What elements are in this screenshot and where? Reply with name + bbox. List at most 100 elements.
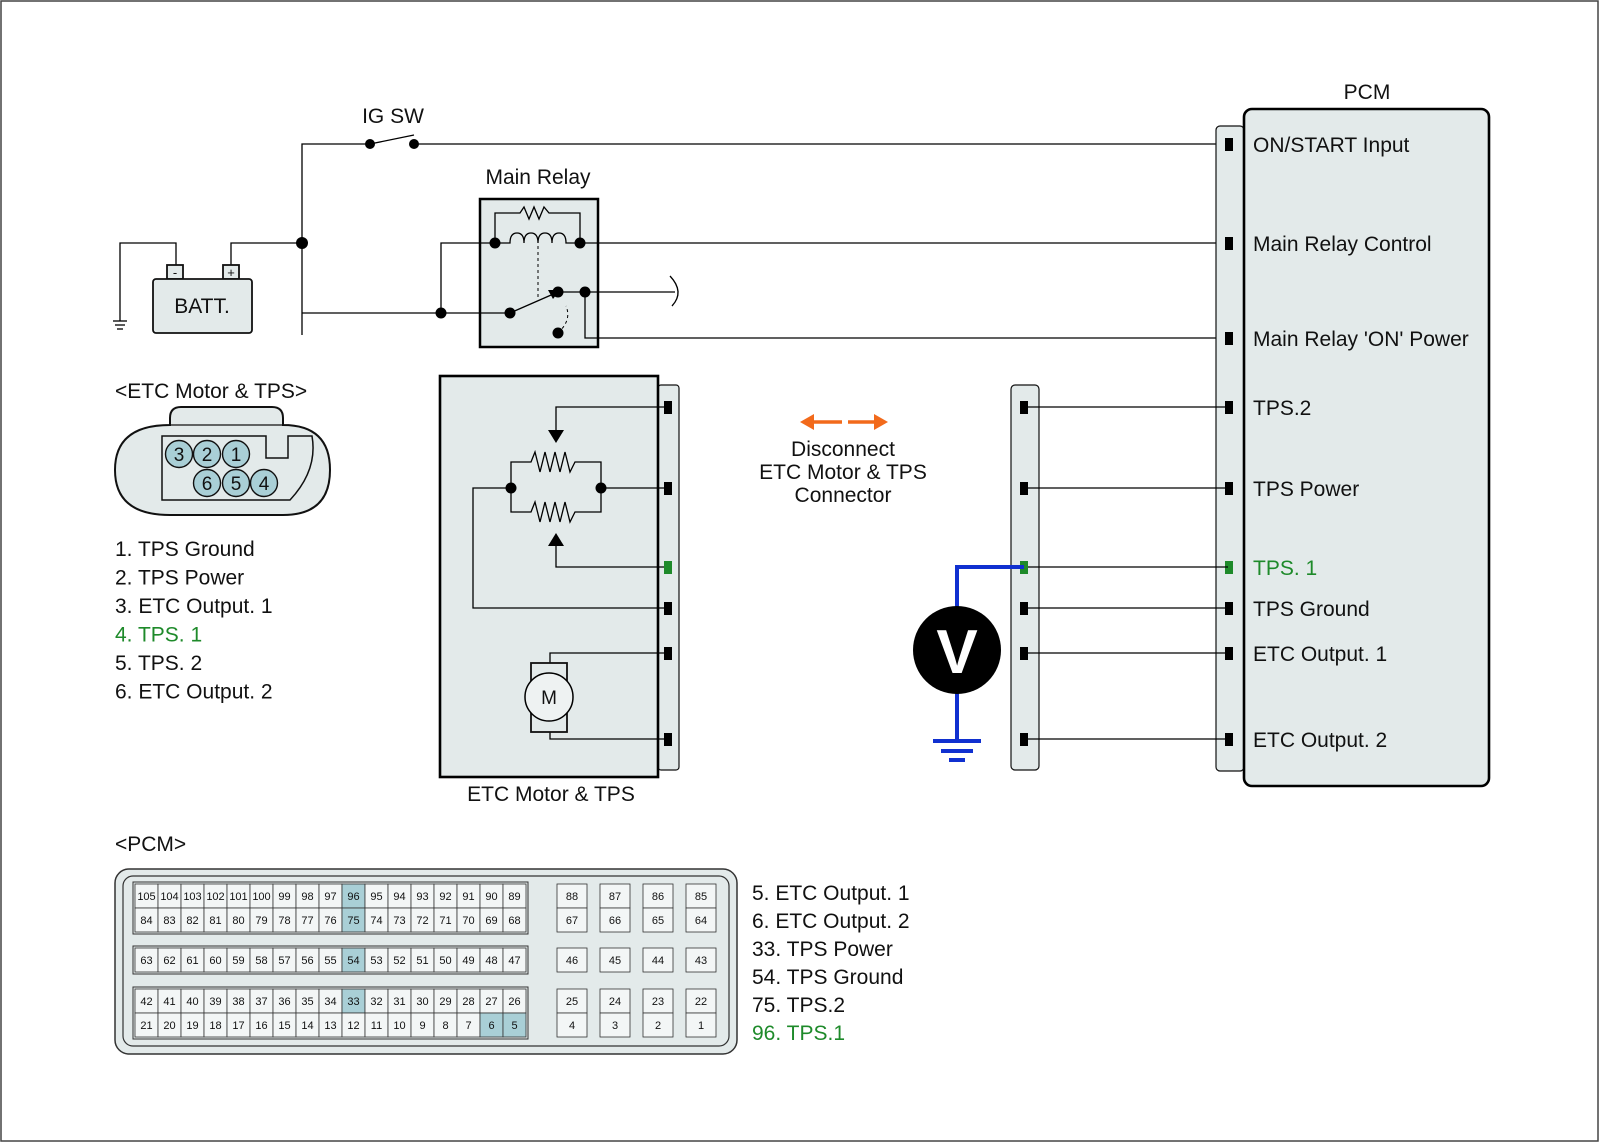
- pcm-pin-number: 30: [416, 996, 428, 1008]
- battery-positive-label: +: [227, 265, 235, 280]
- pcm-pin-number: 50: [439, 955, 451, 967]
- pcm-pin-number: 44: [652, 955, 664, 967]
- pcm-pin-number: 66: [609, 915, 621, 927]
- pcm-pin-number: 9: [419, 1020, 425, 1032]
- pcm-pin-number: 25: [566, 996, 578, 1008]
- pcm-pin-number: 85: [695, 891, 707, 903]
- pcm-pin-number: 99: [278, 891, 290, 903]
- pcm-pin-label: TPS Ground: [1253, 598, 1370, 621]
- pcm-pin-number: 77: [301, 915, 313, 927]
- pcm-pin-number: 92: [439, 891, 451, 903]
- pcm-pin-cell: [685, 907, 717, 933]
- pcm-pin-number: 67: [566, 915, 578, 927]
- pcm-pin-cell: [599, 947, 631, 973]
- pcm-pin-list: 5. ETC Output. 16. ETC Output. 233. TPS …: [752, 882, 910, 1045]
- pcm-pin-cell: [556, 947, 588, 973]
- etc-pin-circle: [192, 468, 222, 498]
- pcm-pin-number: 7: [465, 1020, 471, 1032]
- pcm-pin-cell: [685, 1012, 717, 1038]
- pcm-pin-number: 74: [370, 915, 382, 927]
- pcm-pin-number: 5: [511, 1020, 517, 1032]
- pcm-pin-cell: [685, 947, 717, 973]
- pcm-pin-list-item: 33. TPS Power: [752, 938, 893, 961]
- pcm-pin-cell: [642, 1012, 674, 1038]
- etc-pin-list-item: 2. TPS Power: [115, 567, 244, 590]
- pcm-pin-number: 37: [255, 996, 267, 1008]
- pcm-pin-label: TPS.2: [1253, 397, 1311, 420]
- pcm-pin-number: 43: [695, 955, 707, 967]
- pcm-pin-number: 97: [324, 891, 336, 903]
- pcm-pin-number: 52: [393, 955, 405, 967]
- main-relay: Main Relay: [302, 166, 1228, 349]
- pcm-pin-number: 35: [301, 996, 313, 1008]
- pcm-pin-number: 96: [347, 891, 359, 903]
- main-relay-label: Main Relay: [485, 166, 591, 189]
- pcm-pin-terminal: [1225, 138, 1233, 151]
- pcm-pin-number: 42: [140, 996, 152, 1008]
- etc-connector-title: <ETC Motor & TPS>: [115, 380, 307, 403]
- etc-pin-number: 2: [202, 445, 213, 466]
- pcm-pin-cell: [642, 988, 674, 1014]
- pcm-pin-number: 49: [462, 955, 474, 967]
- pcm-pin-cell: [599, 988, 631, 1014]
- pcm-pin-cell: [556, 1012, 588, 1038]
- pcm-pin-number: 55: [324, 955, 336, 967]
- pcm-pin-number: 28: [462, 996, 474, 1008]
- pcm-pin-number: 22: [695, 996, 707, 1008]
- etc-pin-list-item: 6. ETC Output. 2: [115, 681, 273, 704]
- pcm-pin-number: 13: [324, 1020, 336, 1032]
- pcm-pin-cell: [642, 947, 674, 973]
- pcm-pin-number: 41: [163, 996, 175, 1008]
- pcm-pin-number: 12: [347, 1020, 359, 1032]
- disconnect-line-2: ETC Motor & TPS: [759, 461, 927, 484]
- pcm-pin-label: Main Relay 'ON' Power: [1253, 328, 1469, 351]
- pcm-pin-number: 90: [485, 891, 497, 903]
- pcm-pin-terminal: [1225, 401, 1233, 414]
- pcm-pin-terminal: [1225, 237, 1233, 250]
- etc-pin-list-item: 4. TPS. 1: [115, 624, 202, 647]
- pcm-pin-number: 60: [209, 955, 221, 967]
- pcm-pin-number: 62: [163, 955, 175, 967]
- pcm-pin-number: 91: [462, 891, 474, 903]
- pcm-pin-number: 83: [163, 915, 175, 927]
- pcm-pin-number: 11: [371, 1020, 382, 1032]
- pcm-pin-number: 1: [698, 1020, 704, 1032]
- pcm-pin-number: 103: [183, 891, 201, 903]
- etc-pin-number: 4: [259, 474, 270, 495]
- etc-motor-tps-block: ETC Motor & TPS M: [438, 374, 680, 806]
- pcm-pin-number: 73: [393, 915, 405, 927]
- pcm-pin-cell: [642, 907, 674, 933]
- pcm-pin-number: 16: [255, 1020, 267, 1032]
- pcm-pin-terminal: [1225, 733, 1233, 746]
- pcm-pin-number: 19: [186, 1020, 198, 1032]
- pcm-pin-number: 57: [278, 955, 290, 967]
- pcm-pin-cell: [599, 907, 631, 933]
- pcm-pin-number: 14: [301, 1020, 313, 1032]
- pcm-pin-number: 70: [462, 915, 474, 927]
- pcm-pin-number: 8: [442, 1020, 448, 1032]
- pcm-pin-number: 40: [186, 996, 198, 1008]
- pcm-pin-number: 54: [347, 955, 359, 967]
- pcm-pin-number: 46: [566, 955, 578, 967]
- pcm-title: PCM: [1344, 81, 1391, 104]
- pcm-pin-terminal: [1225, 482, 1233, 495]
- pcm-pin-number: 63: [140, 955, 152, 967]
- pcm-pin-number: 80: [232, 915, 244, 927]
- pcm-pin-number: 17: [232, 1020, 244, 1032]
- pcm-pin-number: 27: [485, 996, 497, 1008]
- ignition-switch: IG SW: [296, 105, 1228, 335]
- pcm-pin-cell: [642, 883, 674, 909]
- disconnect-note: Disconnect ETC Motor & TPS Connector: [759, 414, 927, 507]
- pcm-pin-number: 95: [370, 891, 382, 903]
- etc-pin-number: 6: [202, 474, 213, 495]
- pcm-pin-number: 72: [416, 915, 428, 927]
- pcm-pin-number: 84: [140, 915, 152, 927]
- pcm-pin-number: 79: [255, 915, 267, 927]
- ig-sw-label: IG SW: [362, 105, 424, 128]
- pcm-pin-number: 2: [655, 1020, 661, 1032]
- etc-pin-circle: [192, 439, 222, 469]
- pcm-pin-number: 68: [508, 915, 520, 927]
- pcm-pin-number: 51: [416, 955, 428, 967]
- etc-pin-number: 1: [231, 445, 242, 466]
